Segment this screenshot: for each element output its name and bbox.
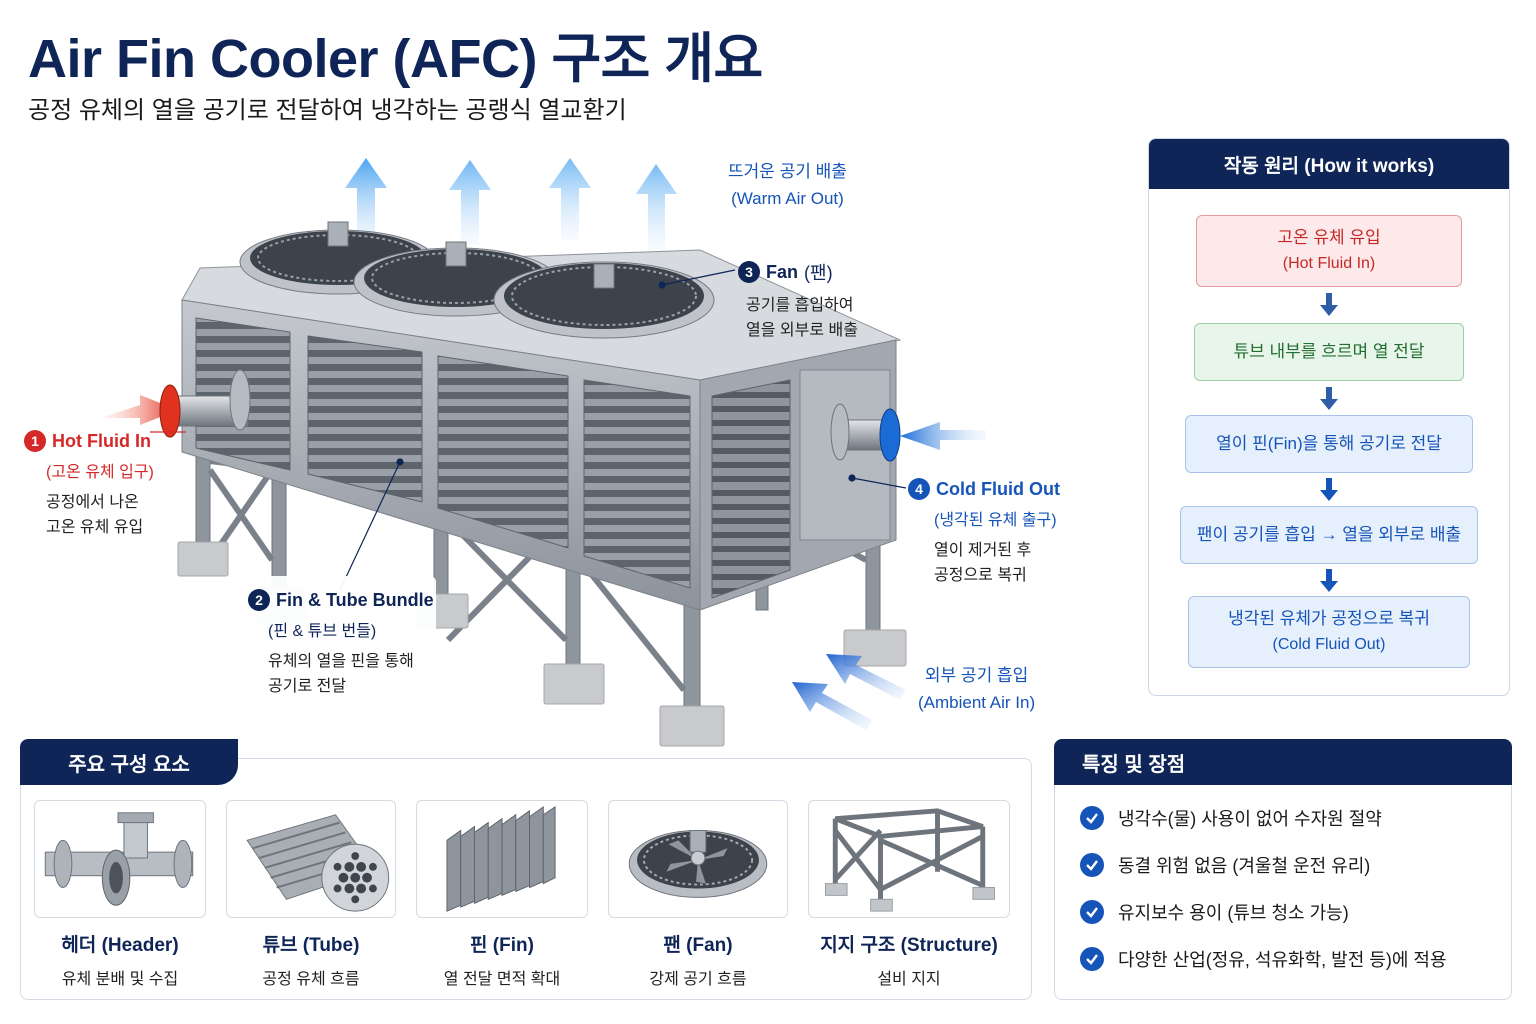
step-label: 고온 유체 유입 xyxy=(1277,228,1381,247)
step-label: 열이 핀(Fin)을 통해 공기로 전달 xyxy=(1216,434,1442,453)
callout-number: 4 xyxy=(908,478,930,500)
arrow-down-icon xyxy=(1320,387,1338,410)
component-desc: 설비 지지 xyxy=(877,971,941,988)
component-fin: 핀 (Fin) 열 전달 면적 확대 xyxy=(416,800,588,989)
fin-plates-icon xyxy=(446,805,556,912)
callout-number: 2 xyxy=(248,589,270,611)
callout-title: Fin & Tube Bundle xyxy=(276,589,434,610)
callout-desc-line1: 열이 제거된 후 xyxy=(934,542,1032,559)
callout-hot-fluid-in: 1 Hot Fluid In (고온 유체 입구) 공정에서 나온 고온 유체 유… xyxy=(24,430,154,540)
check-circle-icon xyxy=(1080,900,1104,924)
callout-leaders xyxy=(150,269,907,591)
callout-desc-line1: 유체의 열을 핀을 통해 xyxy=(268,653,414,670)
callout-subtitle: (팬) xyxy=(804,263,833,283)
feature-item: 동결 위험 없음 (겨울철 운전 유리) xyxy=(1080,852,1370,878)
warm-air-arrows xyxy=(345,158,677,250)
warm-air-label-en: (Warm Air Out) xyxy=(731,189,844,208)
how-it-works-title: 작동 원리 (How it works) xyxy=(1149,139,1509,189)
component-desc: 공정 유체 흐름 xyxy=(262,971,360,988)
step-sublabel: (Hot Fluid In) xyxy=(1282,255,1376,272)
feature-item: 냉각수(물) 사용이 없어 수자원 절약 xyxy=(1080,805,1382,831)
arrow-down-icon xyxy=(1320,293,1338,316)
ambient-air-arrows xyxy=(792,654,906,730)
callout-number: 3 xyxy=(738,261,760,283)
callout-desc-line1: 공정에서 나온 xyxy=(46,494,139,511)
flow-step-2: 튜브 내부를 흐르며 열 전달 xyxy=(1194,323,1464,381)
callout-subtitle: (핀 & 튜브 번들) xyxy=(268,623,377,640)
step-sublabel: (Cold Fluid Out) xyxy=(1272,636,1386,653)
features-title: 특징 및 장점 xyxy=(1054,739,1512,785)
feature-text: 유지보수 용이 (튜브 청소 가능) xyxy=(1118,903,1349,923)
component-name: 헤더 (Header) xyxy=(61,935,179,956)
callout-cold-fluid-out: 4 Cold Fluid Out (냉각된 유체 출구) 열이 제거된 후 공정으… xyxy=(908,478,1060,588)
feature-text: 다양한 산업(정유, 석유화학, 발전 등)에 적용 xyxy=(1118,950,1447,970)
step-label: 튜브 내부를 흐르며 열 전달 xyxy=(1233,342,1425,361)
afc-illustration xyxy=(100,158,986,747)
feature-text: 동결 위험 없음 (겨울철 운전 유리) xyxy=(1118,856,1371,876)
component-structure: 지지 구조 (Structure) 설비 지지 xyxy=(808,800,1010,989)
callout-title: Hot Fluid In xyxy=(52,430,151,451)
check-circle-icon xyxy=(1080,806,1104,830)
component-desc: 열 전달 면적 확대 xyxy=(443,971,561,988)
callout-fan: 3 Fan(팬) 공기를 흡입하여 열을 외부로 배출 xyxy=(738,259,858,343)
features-panel xyxy=(1054,762,1512,1000)
callout-desc-line1: 공기를 흡입하여 xyxy=(746,297,854,314)
component-fan: 팬 (Fan) 강제 공기 흐름 xyxy=(608,800,788,989)
tube-bundle-icon xyxy=(246,814,390,912)
how-it-works-panel: 작동 원리 (How it works) 고온 유체 유입 (Hot Fluid… xyxy=(1148,138,1510,696)
fans xyxy=(239,221,715,339)
page-title: Air Fin Cooler (AFC) 구조 개요 xyxy=(28,29,763,89)
callout-title: Fan xyxy=(766,261,799,282)
check-circle-icon xyxy=(1080,853,1104,877)
callout-fin-tube-bundle: 2 Fin & Tube Bundle (핀 & 튜브 번들) 유체의 열을 핀을… xyxy=(248,589,434,699)
callout-subtitle: (고온 유체 입구) xyxy=(46,464,154,481)
warm-air-label: 뜨거운 공기 배출 (Warm Air Out) xyxy=(728,158,847,212)
component-header: 헤더 (Header) 유체 분배 및 수집 xyxy=(34,800,206,989)
flow-step-5: 냉각된 유체가 공정으로 복귀 (Cold Fluid Out) xyxy=(1188,596,1470,668)
component-name: 튜브 (Tube) xyxy=(262,935,360,956)
callout-desc-line2: 공정으로 복귀 xyxy=(934,567,1027,584)
component-name: 팬 (Fan) xyxy=(663,935,733,956)
arrow-down-icon xyxy=(1320,478,1338,501)
step-label: 냉각된 유체가 공정으로 복귀 xyxy=(1228,609,1430,628)
header-pipe-icon xyxy=(44,812,194,906)
flow-step-4: 팬이 공기를 흡입 → 열을 외부로 배출 xyxy=(1180,506,1478,564)
hot-fluid-inlet xyxy=(100,369,251,438)
check-circle-icon xyxy=(1080,947,1104,971)
feature-item: 유지보수 용이 (튜브 청소 가능) xyxy=(1080,899,1349,925)
component-name: 지지 구조 (Structure) xyxy=(820,935,998,956)
callout-desc-line2: 열을 외부로 배출 xyxy=(746,322,858,339)
callout-number: 1 xyxy=(24,430,46,452)
fan-icon xyxy=(628,830,768,898)
callout-subtitle: (냉각된 유체 출구) xyxy=(934,512,1057,529)
step-label: 팬이 공기를 흡입 → 열을 외부로 배출 xyxy=(1196,525,1462,544)
arrow-down-icon xyxy=(1320,569,1338,592)
component-name: 핀 (Fin) xyxy=(470,935,534,956)
callout-title: Cold Fluid Out xyxy=(936,478,1060,499)
callout-desc-line2: 고온 유체 유입 xyxy=(46,519,144,536)
warm-air-label-ko: 뜨거운 공기 배출 xyxy=(728,162,847,181)
component-desc: 유체 분배 및 수집 xyxy=(61,971,179,988)
components-title: 주요 구성 요소 xyxy=(20,739,238,785)
flow-step-1: 고온 유체 유입 (Hot Fluid In) xyxy=(1196,215,1462,287)
page-subtitle: 공정 유체의 열을 공기로 전달하여 냉각하는 공랭식 열교환기 xyxy=(28,97,627,124)
ambient-air-label: 외부 공기 흡입 (Ambient Air In) xyxy=(918,662,1035,716)
feature-item: 다양한 산업(정유, 석유화학, 발전 등)에 적용 xyxy=(1080,946,1447,972)
callout-desc-line2: 공기로 전달 xyxy=(268,678,347,695)
support-frame-icon xyxy=(824,808,996,912)
feature-text: 냉각수(물) 사용이 없어 수자원 절약 xyxy=(1118,809,1382,829)
ambient-air-label-en: (Ambient Air In) xyxy=(918,693,1036,712)
ambient-air-label-ko: 외부 공기 흡입 xyxy=(924,666,1029,685)
flow-step-3: 열이 핀(Fin)을 통해 공기로 전달 xyxy=(1185,415,1473,473)
cold-fluid-outlet xyxy=(830,403,986,462)
component-tube: 튜브 (Tube) 공정 유체 흐름 xyxy=(226,800,396,989)
component-desc: 강제 공기 흐름 xyxy=(649,971,747,988)
